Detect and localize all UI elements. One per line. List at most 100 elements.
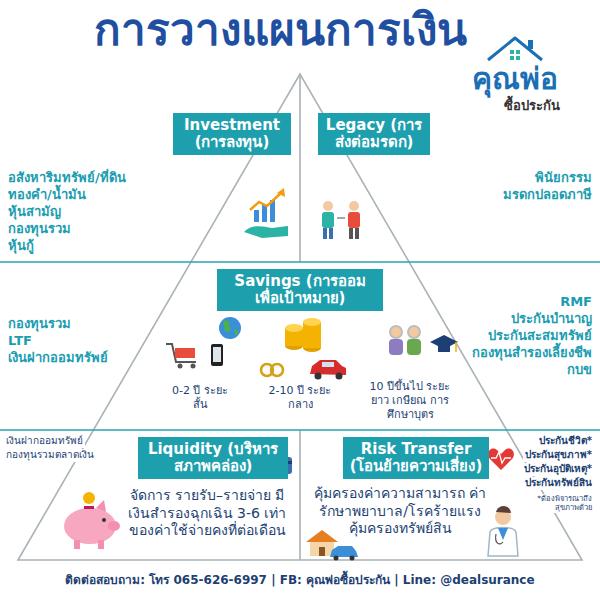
note-text: กองทุนรวม — [8, 221, 71, 237]
short-term-icon — [213, 347, 221, 362]
piggy-bank — [83, 492, 95, 504]
heart-icon — [488, 448, 514, 470]
house-car-icon — [319, 547, 325, 556]
investment-icon — [244, 188, 288, 238]
note-text: ประกันสะสมทรัพย์ — [488, 328, 592, 344]
page-title: การวางแผนการเงิน — [0, 4, 560, 57]
note-text: ประกันอุบัติเหตุ* — [522, 463, 594, 476]
heading-text: Investment (การลงทุน) — [179, 117, 285, 152]
short-term-icon — [166, 317, 241, 369]
note-text: ประกันสุขภาพ* — [523, 449, 594, 462]
doctor-icon — [488, 528, 518, 557]
doctor-icon — [498, 528, 508, 540]
level-heading-box: Legacy (การส่งต่อมรดก) — [318, 113, 430, 156]
mid-term-icon — [285, 324, 303, 332]
piggy-bank — [64, 492, 120, 549]
logo-text: คุณพ่อ — [472, 60, 558, 98]
piggy-bank — [96, 500, 106, 512]
note-text: กองทุนสำรองเลี้ยงชีพ — [472, 345, 592, 361]
level-heading-box: Risk Transfer (โอนย้ายความเสี่ยง) — [343, 437, 489, 480]
note-text: หุ้นสามัญ — [8, 204, 61, 220]
level-divider — [0, 429, 600, 431]
legacy-icon — [322, 212, 334, 228]
doctor-icon — [496, 534, 503, 544]
doctor-icon — [488, 506, 518, 556]
note-text: หุ้นกู้ — [8, 238, 34, 254]
note-text: 2-10 ปี ระยะกลาง — [267, 384, 333, 412]
pyramid-outline — [18, 74, 582, 560]
short-term-icon — [166, 344, 196, 362]
note-text: RMF — [560, 294, 592, 310]
house-car-icon — [306, 530, 338, 542]
short-term-icon — [175, 348, 195, 358]
investment-icon — [244, 226, 288, 238]
logo-house — [510, 50, 514, 54]
piggy-bank — [74, 540, 80, 549]
long-term-icon — [408, 326, 420, 338]
note-text: *ต้องพิจารณาถึงสุขภาพด้วย — [528, 494, 594, 513]
long-term-icon — [389, 326, 458, 355]
investment-icon — [254, 210, 259, 222]
house-car-icon — [350, 556, 355, 561]
piggy-bank — [108, 521, 120, 531]
note-text: กบข — [567, 362, 592, 378]
legacy-icon — [349, 201, 359, 211]
pyramid-outline — [18, 74, 582, 560]
investment-icon — [262, 205, 267, 222]
heading-text: Legacy (การส่งต่อมรดก) — [324, 117, 424, 152]
note-text: พินัยกรรม — [535, 170, 592, 186]
logo-house — [510, 56, 514, 60]
level-heading-box: Savings (การออมเพื่อเป้าหมาย) — [217, 269, 383, 312]
legacy-icon — [349, 228, 353, 239]
pyramid-outline — [299, 430, 301, 560]
note-text: LTF — [8, 333, 32, 349]
mid-term-icon — [322, 362, 334, 367]
short-term-icon — [234, 330, 238, 336]
level-divider — [0, 262, 600, 430]
heart-icon — [491, 452, 511, 463]
mid-term-icon — [271, 364, 283, 376]
note-text: มรดกปลอดภาษี — [503, 187, 592, 203]
level-divider — [0, 261, 600, 263]
legacy-icon — [322, 201, 360, 239]
note-text: เงินฝากออมทรัพย์ — [8, 350, 108, 366]
logo-house — [488, 38, 542, 60]
legacy-icon — [323, 228, 327, 239]
logo-house — [516, 50, 520, 54]
note-text: กองทุนรวมตลาดเงิน — [4, 449, 96, 462]
house-car-icon — [334, 556, 339, 561]
heading-text: Savings (การออมเพื่อเป้าหมาย) — [223, 273, 377, 308]
piggy-bank — [102, 518, 106, 522]
legacy-icon — [323, 201, 333, 211]
pyramid-outline — [299, 74, 301, 262]
mid-term-icon — [261, 318, 346, 380]
legacy-icon — [337, 217, 345, 219]
heading-text: Risk Transfer (โอนย้ายความเสี่ยง) — [349, 441, 483, 476]
note-text: 0-2 ปี ระยะสั้น — [169, 384, 231, 412]
short-term-icon — [211, 344, 223, 366]
note-text: เงินฝากออมทรัพย์ — [4, 435, 85, 448]
note-text: อสังหาริมทรัพย์/ที่ดิน — [8, 170, 126, 186]
piggy-bank — [98, 540, 104, 549]
note-text: ประกันทรัพย์สิน — [523, 477, 594, 490]
legacy-icon — [348, 212, 360, 228]
doctor-icon — [496, 506, 511, 513]
long-term-icon — [390, 326, 402, 338]
mid-term-icon — [336, 373, 343, 380]
piggy-bank — [84, 506, 94, 509]
long-term-icon — [455, 342, 457, 352]
logo-text: ซื้อประกัน — [504, 98, 560, 114]
long-term-icon — [438, 345, 450, 352]
note-text: ประกันชีวิต* — [537, 435, 594, 448]
mid-term-icon — [303, 318, 321, 326]
short-term-icon — [223, 320, 230, 332]
note-text: ประกันบำนาญ — [511, 311, 592, 327]
note-text: คุ้มครองค่าความสามารถ ค่ารักษาพยาบาล/โรค… — [310, 485, 490, 538]
investment-icon — [250, 192, 282, 210]
short-term-icon — [191, 364, 196, 369]
house-car-icon — [330, 546, 358, 557]
mid-term-icon — [310, 360, 346, 375]
long-term-icon — [389, 339, 403, 355]
note-text: กองทุนรวม — [8, 316, 71, 332]
